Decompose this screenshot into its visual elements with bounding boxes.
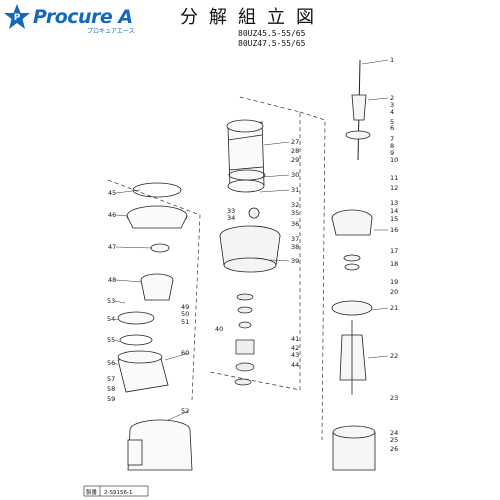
part-number-1: 1 [390,56,394,64]
part-number-34: 34 [227,214,235,222]
part-number-59: 59 [107,395,115,403]
part-number-60: 60 [181,349,189,357]
part-number-36: 36 [291,220,299,228]
part-number-13: 13 [390,199,398,207]
part-number-57: 57 [107,375,115,383]
leader-line-21 [371,307,389,311]
leader-line-22 [367,355,389,359]
part-number-15: 15 [390,215,398,223]
part-number-42: 42 [291,344,299,352]
svg-text:P: P [14,13,21,23]
seal-stack [234,293,255,386]
footer-box [83,485,149,497]
part-number-25: 25 [390,436,398,444]
part-number-2: 2 [390,94,394,102]
part-number-37: 37 [291,235,299,243]
part-number-6: 6 [390,124,394,132]
part-number-46: 46 [108,211,116,219]
assembly-guide-lines [107,96,326,441]
part-number-16: 16 [390,226,398,234]
part-number-5: 5 [390,118,394,126]
pump-casing-parts [117,182,193,471]
part-number-38: 38 [291,243,299,251]
part-number-47: 47 [108,243,116,251]
part-number-8: 8 [390,142,394,150]
leader-line-52 [167,410,190,421]
part-number-12: 12 [390,184,398,192]
brand-name: Procure A [33,6,133,28]
leader-line-27 [263,141,290,146]
motor-rotor-parts [331,59,376,471]
part-number-50: 50 [181,310,189,318]
leader-line-45 [115,189,141,194]
part-number-10: 10 [390,156,398,164]
part-number-17: 17 [390,247,398,255]
part-number-22: 22 [390,352,398,360]
leader-line-55 [114,339,121,343]
part-number-26: 26 [390,445,398,453]
part-number-40: 40 [215,325,223,333]
part-number-labels: 1234567891011121314151617181920212223242… [107,56,398,453]
leader-line-47 [115,246,153,249]
leader-line-48 [115,279,143,283]
leader-line-31 [259,189,290,193]
leader-line-56 [114,362,119,366]
part-number-29: 29 [291,156,299,164]
leader-line-54 [114,318,119,321]
part-number-44: 44 [291,361,299,369]
part-number-7: 7 [390,135,394,143]
part-number-24: 24 [390,429,398,437]
part-number-14: 14 [390,207,398,215]
leader-line-60 [164,352,190,361]
footer-code: 2-S9156-1 [104,490,132,496]
part-number-4: 4 [390,108,394,116]
footer-label: 製番 [86,488,98,496]
part-number-11: 11 [390,174,398,182]
part-number-43: 43 [291,351,299,359]
part-number-41: 41 [291,335,299,343]
brand-logo: P Procure A プロキュアエース [3,2,135,35]
part-number-32: 32 [291,201,299,209]
motor-frame [226,119,265,193]
part-number-33: 33 [227,207,235,215]
model-line-1: 80UZ45.5-55/65 [238,29,306,38]
leader-line-53 [114,300,126,304]
leader-line-39 [269,259,290,262]
part-number-27: 27 [291,138,299,146]
part-number-35: 35 [291,209,299,217]
part-number-3: 3 [390,101,394,109]
part-number-56: 56 [107,359,115,367]
part-number-54: 54 [107,315,115,323]
part-number-53: 53 [107,297,115,305]
part-number-23: 23 [390,394,398,402]
bearing-housing [219,207,281,273]
part-number-39: 39 [291,257,299,265]
gasket-ring [228,169,266,181]
part-number-9: 9 [390,149,394,157]
leader-line-2 [367,97,389,101]
part-number-55: 55 [107,336,115,344]
leader-line-30 [261,174,290,178]
part-number-18: 18 [390,260,398,268]
page-title: 分解組立図 [180,7,325,28]
leader-line-46 [115,214,129,217]
part-number-48: 48 [108,276,116,284]
part-number-20: 20 [390,288,398,296]
part-number-45: 45 [108,189,116,197]
leader-line-1 [361,59,389,65]
part-number-31: 31 [291,186,299,194]
part-number-19: 19 [390,278,398,286]
part-number-21: 21 [390,304,398,312]
part-number-28: 28 [291,147,299,155]
part-number-52: 52 [181,407,189,415]
part-number-51: 51 [181,318,189,326]
brand-star-icon: P [4,4,30,29]
part-number-58: 58 [107,385,115,393]
model-line-2: 80UZ47.5-55/65 [238,39,306,48]
part-number-30: 30 [291,171,299,179]
brand-tagline: プロキュアエース [87,28,135,35]
part-number-49: 49 [181,303,189,311]
